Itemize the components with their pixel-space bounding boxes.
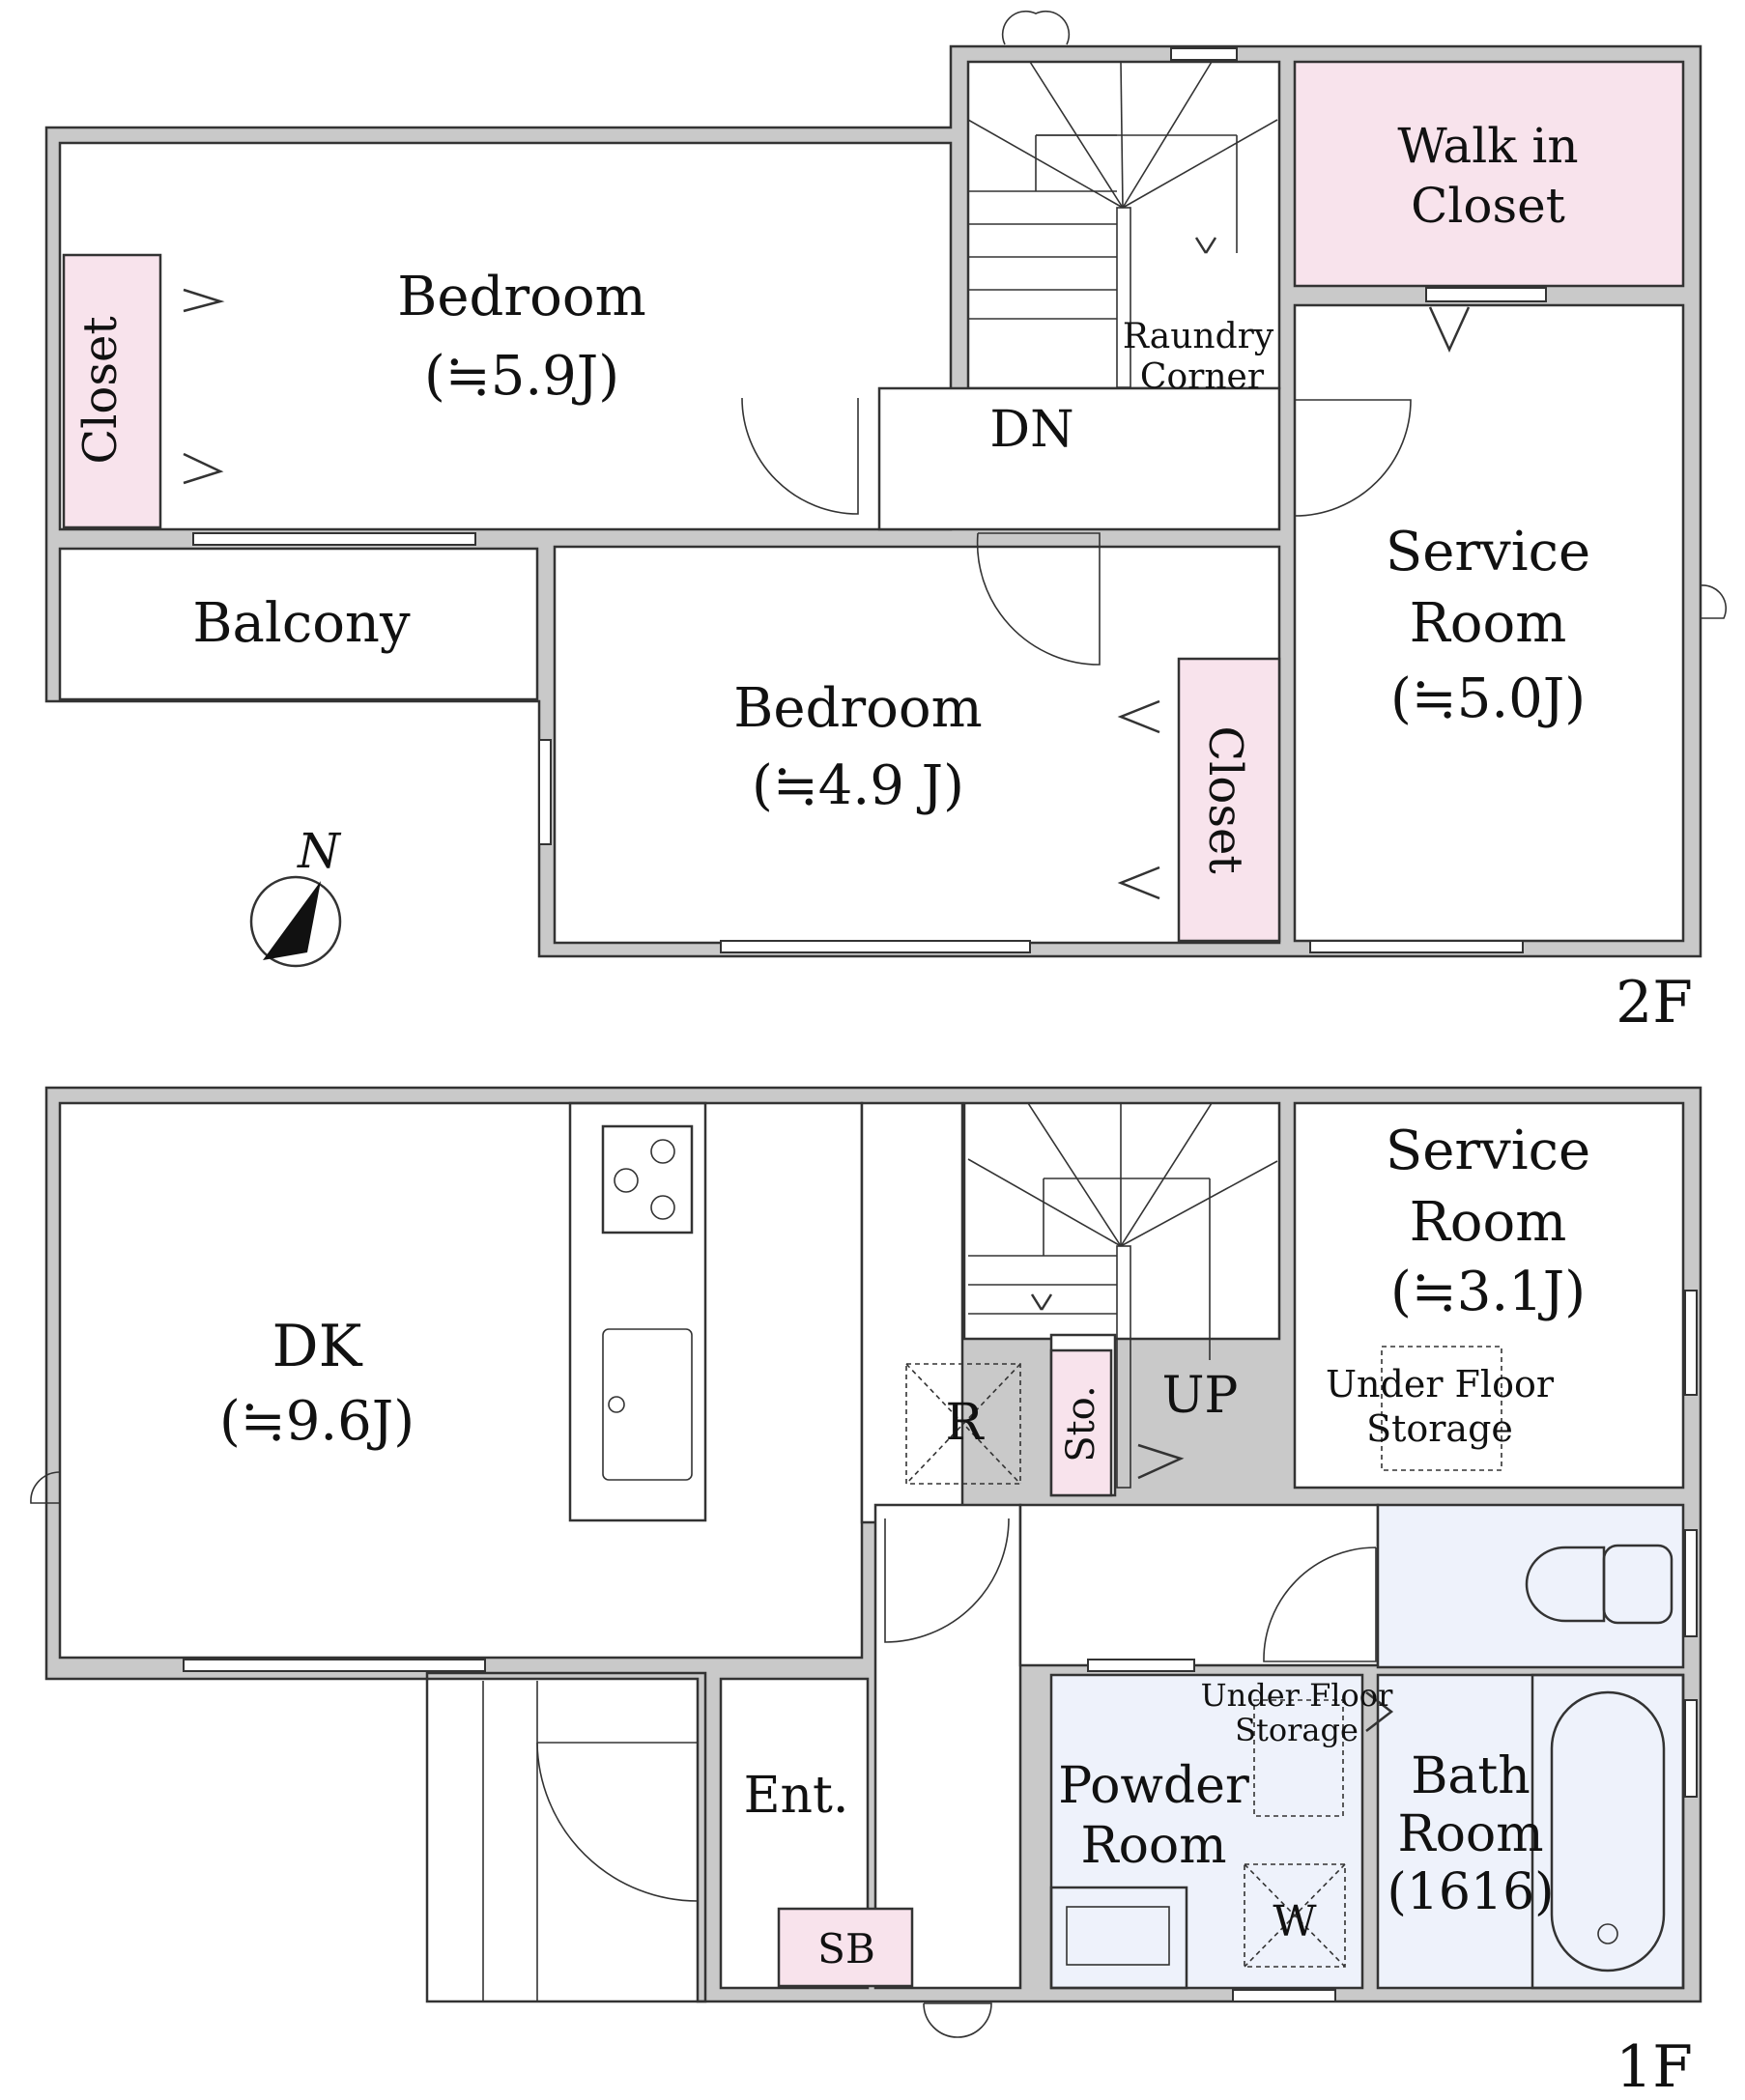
floor-2f: Bedroom (≒5.9J) Closet Walk in Closet Ra…: [44, 10, 1728, 1036]
bath-room-line1: Bath: [1411, 1747, 1530, 1805]
service-room-2f: [1293, 303, 1685, 943]
bedroom-a-size: (≒5.9J): [424, 345, 619, 408]
fridge-label: R: [945, 1394, 985, 1452]
walk-in-closet-room: [1293, 60, 1685, 288]
dk-name: DK: [272, 1313, 363, 1380]
stair-treads-2f: [967, 61, 1278, 388]
laundry-line2: Corner: [1140, 357, 1265, 397]
stair-treads-1f: [967, 1102, 1278, 1489]
stair-up-label: UP: [1162, 1367, 1239, 1425]
underfloor-b-line1: Under Floor: [1201, 1677, 1393, 1714]
stair-1f: [962, 1101, 1281, 1341]
storage-closet: [1049, 1348, 1113, 1497]
powder-room-line2: Room: [1080, 1817, 1226, 1875]
service-room-1f: [1293, 1101, 1685, 1490]
dk-room: [58, 1101, 864, 1660]
north-label: N: [297, 823, 342, 879]
powder-room: [1049, 1673, 1364, 1990]
dk-size: (≒9.6J): [219, 1390, 415, 1453]
toilet-room: [1376, 1503, 1685, 1669]
toilet: [1525, 1544, 1673, 1625]
bath-tub-area: [1530, 1673, 1685, 1990]
washer-label: W: [1273, 1897, 1317, 1946]
closet-right-label: Closet: [1198, 725, 1252, 873]
shoe-box: [777, 1907, 914, 1988]
dk-room-ext: [860, 1101, 964, 1524]
walk-in-closet-line2: Closet: [1411, 178, 1565, 234]
balcony-label: Balcony: [192, 592, 411, 655]
closet-right: [1177, 657, 1281, 943]
stair-2f: [966, 60, 1281, 390]
underfloor-b-box: [1253, 1699, 1344, 1817]
doors-2f: [183, 10, 1728, 900]
hall-1f: [873, 1503, 1022, 1990]
service-room-2f-size: (≒5.0J): [1390, 667, 1586, 730]
north-arrow: [249, 875, 342, 968]
floor-1f-label: 1F: [1616, 2033, 1693, 2100]
windows-1f: [183, 1290, 1698, 2002]
bedroom-b-name: Bedroom: [733, 677, 982, 740]
bath-tub: [1550, 1690, 1666, 1972]
entrance-label: Ent.: [744, 1767, 849, 1825]
bedroom-a-name: Bedroom: [397, 266, 645, 328]
windows-2f: [192, 47, 1547, 953]
service-room-1f-line2: Room: [1410, 1191, 1567, 1254]
underfloor-a-line2: Storage: [1366, 1407, 1513, 1450]
bath-room-line2: Room: [1397, 1805, 1543, 1863]
bath-room: [1376, 1673, 1685, 1990]
walk-in-closet-line1: Walk in: [1397, 118, 1578, 174]
bedroom-a-room: [58, 141, 953, 531]
fridge-space: [905, 1363, 1021, 1485]
laundry-line1: Raundry: [1123, 317, 1274, 356]
powder-room-line1: Powder: [1058, 1757, 1249, 1815]
service-room-2f-line2: Room: [1410, 592, 1567, 655]
balcony-area: [58, 547, 539, 701]
shoe-box-label: SB: [817, 1925, 875, 1972]
bedroom-b-size: (≒4.9 J): [752, 754, 964, 817]
washer-box: [1244, 1863, 1346, 1968]
underfloor-b-line2: Storage: [1235, 1712, 1359, 1748]
entry-porch: [425, 1671, 707, 2003]
service-room-2f-line1: Service: [1386, 521, 1590, 583]
underfloor-a-line1: Under Floor: [1326, 1363, 1555, 1405]
stair-dn-label: DN: [989, 401, 1073, 459]
hall-2f: [877, 386, 1281, 531]
bath-room-size: (1616): [1387, 1863, 1555, 1921]
closet-left: [62, 253, 162, 529]
service-room-1f-line1: Service: [1386, 1120, 1590, 1182]
floor-1f: DK (≒9.6J) R Sto. UP Service Room (≒3.1J…: [30, 1086, 1702, 2100]
bedroom-b-room: [553, 545, 1281, 945]
doors-1f: [30, 1443, 1394, 2038]
kitchen-counter: [568, 1101, 707, 1522]
closet-left-label: Closet: [73, 316, 128, 464]
storage-label: Sto.: [1059, 1385, 1103, 1462]
service-room-1f-size: (≒3.1J): [1390, 1261, 1586, 1323]
hall-1f-b: [1018, 1503, 1380, 1667]
floor-2f-label: 2F: [1616, 969, 1693, 1036]
basin: [1049, 1886, 1188, 1990]
